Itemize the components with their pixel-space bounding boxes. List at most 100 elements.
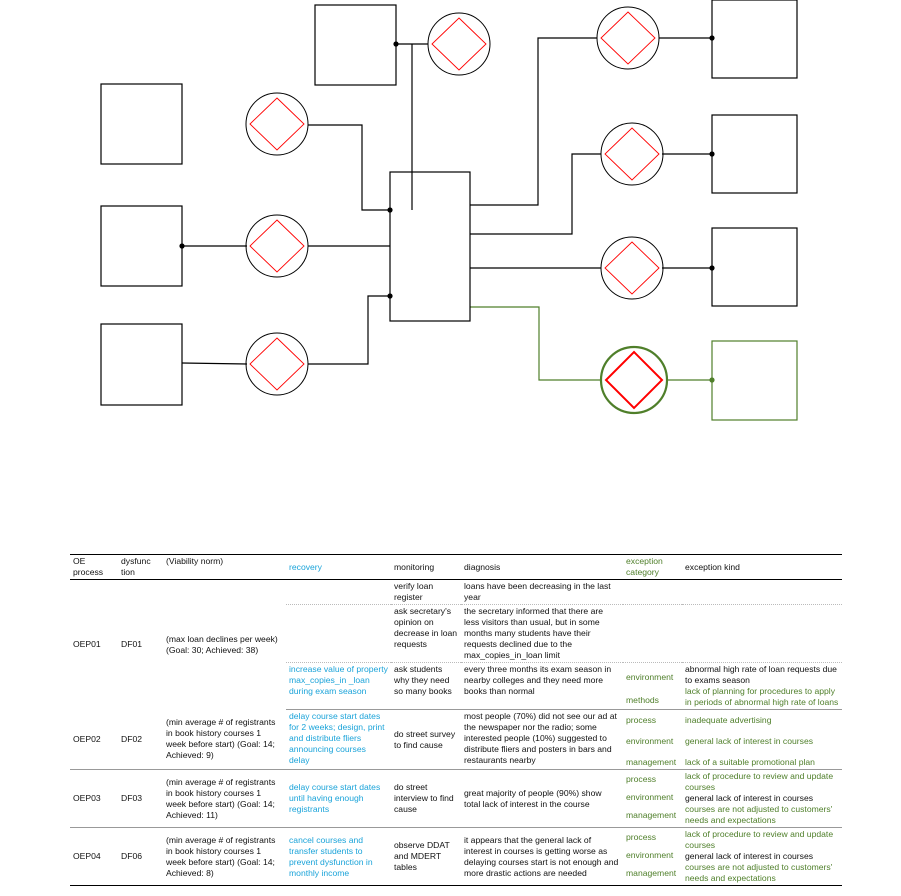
header-viability-norm: (Viability norm)	[163, 554, 286, 580]
cell-recovery: delay course start dates until having en…	[286, 769, 391, 828]
cell-category	[623, 604, 682, 663]
junction-dot-highlight	[709, 377, 715, 383]
cell-recovery	[286, 579, 391, 605]
kind-label: general lack of interest in courses	[685, 851, 814, 861]
connector-line	[308, 295, 390, 365]
output-box-2	[711, 114, 798, 194]
cell-kind: lack of procedure to review and update c…	[682, 769, 842, 828]
process-node	[245, 214, 309, 278]
junction-dot	[393, 41, 399, 47]
cell-category: process environment management	[623, 769, 682, 828]
category-label: environment	[626, 850, 674, 860]
cell-norm: (min average # of registrants in book hi…	[163, 827, 286, 886]
input-box-3	[100, 323, 183, 406]
process-diagram	[100, 0, 798, 421]
cell-monitoring: observe DDAT and MDERT tables	[391, 827, 461, 886]
category-label: environment	[626, 672, 674, 682]
connector-line	[308, 124, 390, 211]
kind-label: courses are not adjusted to customers' n…	[685, 862, 833, 883]
table-row: ask secretary's opinion on decrease in l…	[70, 604, 842, 663]
table-header-row: OE process dysfunc tion (Viability norm)…	[70, 554, 842, 580]
connector-line	[181, 362, 248, 365]
header-exception-category: exception category	[623, 554, 682, 580]
highlight-connector	[470, 306, 602, 381]
output-box-3	[711, 227, 798, 307]
input-box-1	[100, 83, 183, 165]
cell-diagnosis: every three months its exam season in ne…	[461, 662, 623, 710]
process-node	[427, 12, 491, 76]
process-node	[245, 332, 309, 396]
cell-recovery: delay course start dates for 2 weeks; de…	[286, 709, 391, 770]
header-diagnosis: diagnosis	[461, 554, 623, 580]
junction-dot	[387, 293, 393, 299]
junction-dot	[179, 243, 185, 249]
process-node-highlight	[599, 345, 669, 415]
kind-label: lack of planning for procedures to apply…	[685, 686, 839, 707]
cell-kind	[682, 579, 842, 605]
process-node	[245, 92, 309, 156]
cell-recovery: cancel courses and transfer students to …	[286, 827, 391, 886]
cell-norm: (min average # of registrants in book hi…	[163, 709, 286, 770]
cell-kind: inadequate advertising general lack of i…	[682, 709, 842, 770]
cell-recovery	[286, 604, 391, 663]
junction-dot	[387, 207, 393, 213]
cell-kind: lack of procedure to review and update c…	[682, 827, 842, 886]
cell-dysfunction: DF06	[118, 827, 163, 886]
cell-monitoring: do street survey to find cause	[391, 709, 461, 770]
table-row: increase value of property max_copies_in…	[70, 662, 842, 710]
header-monitoring: monitoring	[391, 554, 461, 580]
cell-category	[623, 579, 682, 605]
header-dysfunction: dysfunc tion	[118, 554, 163, 580]
cell-recovery: increase value of property max_copies_in…	[286, 662, 391, 710]
kind-label: abnormal high rate of loan requests due …	[685, 664, 837, 685]
header-oe-process: OE process	[70, 554, 118, 580]
cell-diagnosis: loans have been decreasing in the last y…	[461, 579, 623, 605]
cell-process: OEP01	[73, 639, 101, 650]
cell-process: OEP03	[70, 769, 118, 828]
category-label: process	[626, 715, 657, 725]
cell-diagnosis: great majority of people (90%) show tota…	[461, 769, 623, 828]
cell-dysfunction: DF03	[118, 769, 163, 828]
category-label: environment	[626, 792, 674, 802]
cell-dysfunction: DF01	[121, 639, 143, 650]
input-box-2	[100, 205, 183, 287]
category-label: process	[626, 774, 657, 784]
cell-dysfunction: DF02	[118, 709, 163, 770]
kind-label: lack of a suitable promotional plan	[685, 757, 815, 767]
kind-label: inadequate advertising	[685, 715, 772, 725]
cell-diagnosis: most people (70%) did not see our ad at …	[461, 709, 623, 770]
kind-label: general lack of interest in courses	[685, 736, 814, 746]
kind-label: lack of procedure to review and update c…	[685, 771, 834, 792]
category-label: process	[626, 832, 657, 842]
exception-handling-table: OE process dysfunc tion (Viability norm)…	[70, 554, 842, 886]
table-row: OEP01 DF01 (max loan declines per week) …	[70, 579, 842, 655]
cell-norm: (min average # of registrants in book hi…	[163, 769, 286, 828]
connector-line	[470, 37, 597, 206]
table-row: OEP02 DF02 (min average # of registrants…	[70, 709, 842, 770]
connector-line	[470, 153, 601, 235]
cell-process: OEP02	[70, 709, 118, 770]
central-box	[389, 171, 471, 322]
process-node	[600, 122, 664, 186]
cell-process: OEP04	[70, 827, 118, 886]
kind-label: lack of procedure to review and update c…	[685, 829, 834, 850]
table-row: OEP03 DF03 (min average # of registrants…	[70, 769, 842, 828]
category-label: methods	[626, 695, 659, 705]
table-row: OEP04 DF06 (min average # of registrants…	[70, 827, 842, 886]
cell-diagnosis: the secretary informed that there are le…	[461, 604, 623, 663]
kind-label: general lack of interest in courses	[685, 793, 814, 803]
cell-monitoring: ask students why they need so many books	[391, 662, 461, 710]
header-exception-kind: exception kind	[682, 554, 842, 580]
top-box	[314, 4, 397, 86]
output-box-highlight	[711, 340, 798, 421]
junction-dot	[709, 151, 715, 157]
cell-kind: abnormal high rate of loan requests due …	[682, 662, 842, 710]
cell-diagnosis: it appears that the general lack of inte…	[461, 827, 623, 886]
cell-category: process environment management	[623, 709, 682, 770]
cell-kind	[682, 604, 842, 663]
output-box-1	[711, 0, 798, 79]
category-label: management	[626, 757, 677, 767]
junction-dot	[709, 35, 715, 41]
cell-category: process environment management	[623, 827, 682, 886]
cell-monitoring: verify loan register	[391, 579, 461, 605]
